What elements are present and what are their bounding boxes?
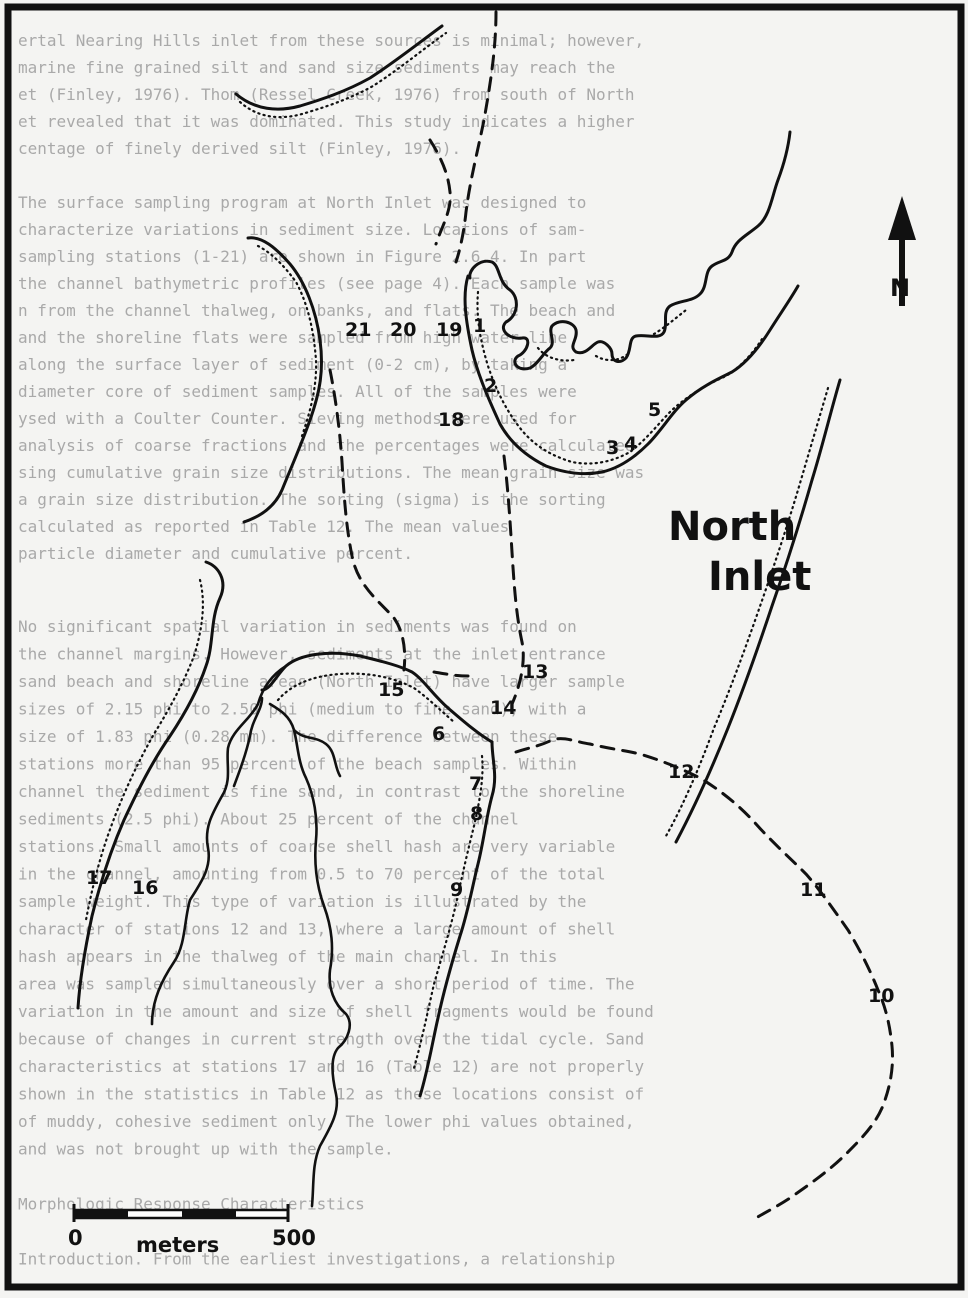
station-label-17: 17 [86,867,112,889]
station-label-10: 10 [868,985,894,1007]
background-text-line: and was not brought up with the sample. [18,1140,394,1159]
background-text-line: shown in the statistics in Table 12 as t… [18,1085,644,1104]
background-text-line: area was sampled simultaneously over a s… [18,975,635,994]
station-label-12: 12 [668,761,694,783]
background-text-line: sing cumulative grain size distributions… [18,463,644,482]
background-text-line: stations more than 95 percent of the bea… [18,755,577,774]
station-label-5: 5 [648,399,661,421]
background-text-line: calculated as reported in Table 12. The … [18,517,509,536]
background-text-line: sand beach and shoreline areas (North In… [18,672,625,691]
background-text-line: ertal Nearing Hills inlet from these sou… [18,31,644,50]
station-label-4: 4 [624,433,637,455]
background-text-line: No significant spatial variation in sedi… [18,617,577,636]
background-text-line: analysis of coarse fractions and the per… [18,436,635,455]
north-arrow: N [888,196,916,306]
background-text-line: The surface sampling program at North In… [18,193,586,212]
station-label-6: 6 [432,723,445,745]
station-label-14: 14 [490,697,516,719]
station-label-18: 18 [438,409,464,431]
station-label-15: 15 [378,679,404,701]
station-label-21: 21 [345,319,371,341]
background-text-line: diameter core of sediment samples. All o… [18,382,577,401]
background-text-line: channel the sediment is fine sand, in co… [18,782,625,801]
background-text-line: sampling stations (1-21) are shown in Fi… [18,247,586,266]
station-label-3: 3 [606,437,619,459]
barrier-island-shore [242,236,323,524]
background-text-line: et revealed that it was dominated. This … [18,112,635,131]
marsh-island-shore [463,130,800,476]
background-text-line: of muddy, cohesive sediment only. The lo… [18,1112,635,1131]
background-text-line: a grain size distribution. The sorting (… [18,490,606,509]
west-coast-shore [76,560,225,1010]
channel-lines [328,10,894,1220]
east-marsh-shore [664,378,842,844]
barrier-island-top-shore [234,24,448,119]
background-text-line: sediments (2.5 phi). About 25 percent of… [18,810,519,829]
station-label-19: 19 [436,319,462,341]
inner-island-shore [260,651,494,744]
station-label-16: 16 [132,877,158,899]
station-label-8: 8 [470,803,483,825]
scale-bar: 0 meters 500 [68,1204,316,1257]
background-text-line: centage of finely derived silt (Finley, … [18,139,461,158]
north-label: N [890,274,910,302]
map-title-line-2: Inlet [708,554,811,600]
background-text-line: Introduction. From the earliest investig… [18,1250,615,1269]
background-text-line: sample weight. This type of variation is… [18,892,586,911]
background-text-line: and the shoreline flats were sampled fro… [18,328,567,347]
station-label-7: 7 [469,773,482,795]
station-label-13: 13 [522,661,548,683]
map-title-line-1: North [668,504,796,550]
background-text-line: particle diameter and cumulative percent… [18,544,413,563]
station-label-11: 11 [800,879,826,901]
background-text-line: et (Finley, 1976). Thom (Ressel Creek, 1… [18,85,635,104]
background-text-line: because of changes in current strength o… [18,1030,644,1049]
background-text-line: marine fine grained silt and sand size s… [18,58,615,77]
scale-unit-label: meters [136,1233,219,1257]
background-text-line: in the channel, amounting from 0.5 to 70… [18,865,606,884]
background-text-line: along the surface layer of sediment (0-2… [18,355,567,374]
background-text-line: character of stations 12 and 13, where a… [18,920,615,939]
background-text-line: characteristics at stations 17 and 16 (T… [18,1057,645,1076]
background-text-line: ysed with a Coulter Counter. Sieving met… [18,409,577,428]
scale-start-label: 0 [68,1226,83,1250]
southern-marsh-shore [412,740,497,1098]
station-label-20: 20 [390,319,416,341]
map-frame [4,3,965,1291]
scale-end-label: 500 [272,1226,316,1250]
station-labels: 1 2 3 4 5 6 7 8 9 10 11 12 13 14 15 16 1… [86,315,894,1007]
background-text-line: hash appears in the thalweg of the main … [18,947,557,966]
tidal-creeks [150,664,351,1208]
background-text-line: variation in the amount and size of shel… [18,1002,654,1021]
station-label-1: 1 [473,315,486,337]
station-label-9: 9 [450,879,463,901]
background-text-line: size of 1.83 phi (0.28 mm). The differen… [18,727,557,746]
station-label-2: 2 [484,375,497,397]
